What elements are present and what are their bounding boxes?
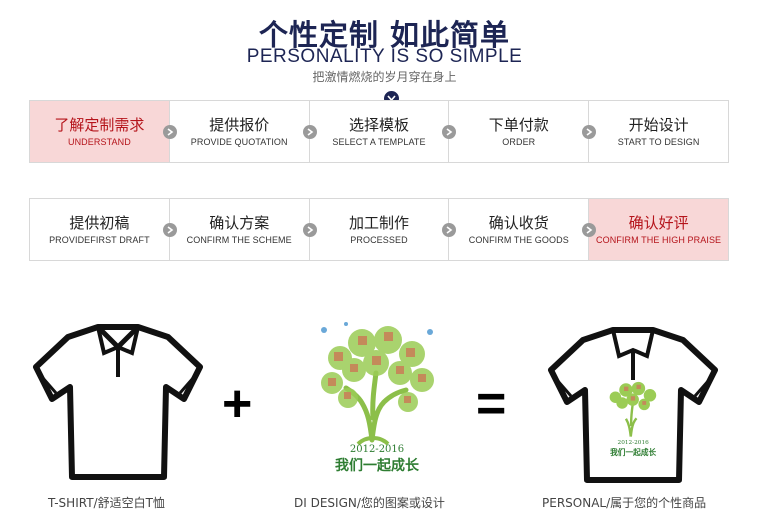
chevron-right-icon (442, 223, 457, 237)
chevron-right-icon (582, 125, 597, 139)
chevron-right-icon (302, 223, 317, 237)
process-steps-row-1: 了解定制需求 UNDERSTAND 提供报价 PROVIDE QUOTATION 选择模… (29, 100, 729, 163)
label-tshirt: T-SHIRT/舒适空白T恤 (48, 496, 165, 510)
chevron-right-icon (442, 125, 457, 139)
process-step: 提供初稿 PROVIDEFIRST DRAFT (30, 199, 177, 260)
step-title: 确认方案 (209, 214, 270, 232)
process-steps-row-2: 提供初稿 PROVIDEFIRST DRAFT 确认方案 CONFIRM THE SC… (29, 198, 729, 261)
process-step: 加工制作 PROCESSED (310, 199, 457, 260)
step-title: 选择模板 (348, 116, 409, 134)
step-title: 确认收货 (488, 214, 549, 232)
equals-sign: = (476, 375, 507, 433)
chevron-right-icon (162, 125, 177, 139)
shirt-tree-years-text: 2012-2016 (618, 440, 650, 446)
process-step: 开始设计 START TO DESIGN (589, 101, 728, 162)
tree-slogan-text: 我们一起成长 (335, 457, 420, 474)
step-subtitle: PROVIDEFIRST DRAFT (49, 235, 150, 245)
step-title: 确认好评 (628, 214, 689, 232)
step-title: 下单付款 (488, 116, 549, 134)
step-subtitle: CONFIRM THE GOODS (468, 235, 569, 245)
blank-tshirt-image (33, 324, 203, 480)
step-title: 开始设计 (628, 116, 689, 134)
process-step: 确认好评 CONFIRM THE HIGH PRAISE (589, 199, 728, 260)
step-subtitle: CONFIRM THE HIGH PRAISE (596, 235, 722, 245)
page-title: 个性定制 如此简单 (258, 18, 511, 52)
step-title: 提供初稿 (69, 214, 130, 232)
step-subtitle: START TO DESIGN (617, 137, 700, 147)
page-title-en: PERSONALITY IS SO SIMPLE (246, 46, 523, 67)
page-subtitle: 把激情燃烧的岁月穿在身上 (312, 70, 457, 84)
shirt-tree-slogan-text: 我们一起成长 (610, 447, 656, 457)
chevron-right-icon (302, 125, 317, 139)
tree-years-text: 2012-2016 (350, 444, 404, 455)
process-step: 下单付款 ORDER (449, 101, 597, 162)
tree-design-image: 2012-2016 我们一起成长 (321, 322, 434, 474)
chevron-right-icon (582, 223, 597, 237)
process-step: 选择模板 SELECT A TEMPLATE (310, 101, 457, 162)
chevron-right-icon (162, 223, 177, 237)
step-title: 提供报价 (209, 116, 270, 134)
step-subtitle: ORDER (502, 137, 536, 147)
step-subtitle: PROCESSED (350, 235, 408, 245)
step-subtitle: PROVIDE QUOTATION (190, 137, 288, 147)
label-personal: PERSONAL/属于您的个性商品 (542, 496, 707, 510)
step-title: 加工制作 (348, 214, 409, 232)
process-step: 确认收货 CONFIRM THE GOODS (449, 199, 597, 260)
step-subtitle: UNDERSTAND (67, 137, 131, 147)
process-step: 确认方案 CONFIRM THE SCHEME (170, 199, 317, 260)
label-design: DI DESIGN/您的图案或设计 (294, 496, 445, 510)
plus-sign: + (222, 375, 253, 433)
process-step: 了解定制需求 UNDERSTAND (30, 101, 177, 162)
step-subtitle: CONFIRM THE SCHEME (186, 235, 292, 245)
step-title: 了解定制需求 (54, 116, 145, 134)
personalized-tshirt-image: 2012-2016 我们一起成长 (548, 327, 718, 483)
process-step: 提供报价 PROVIDE QUOTATION (170, 101, 317, 162)
step-subtitle: SELECT A TEMPLATE (332, 137, 426, 147)
